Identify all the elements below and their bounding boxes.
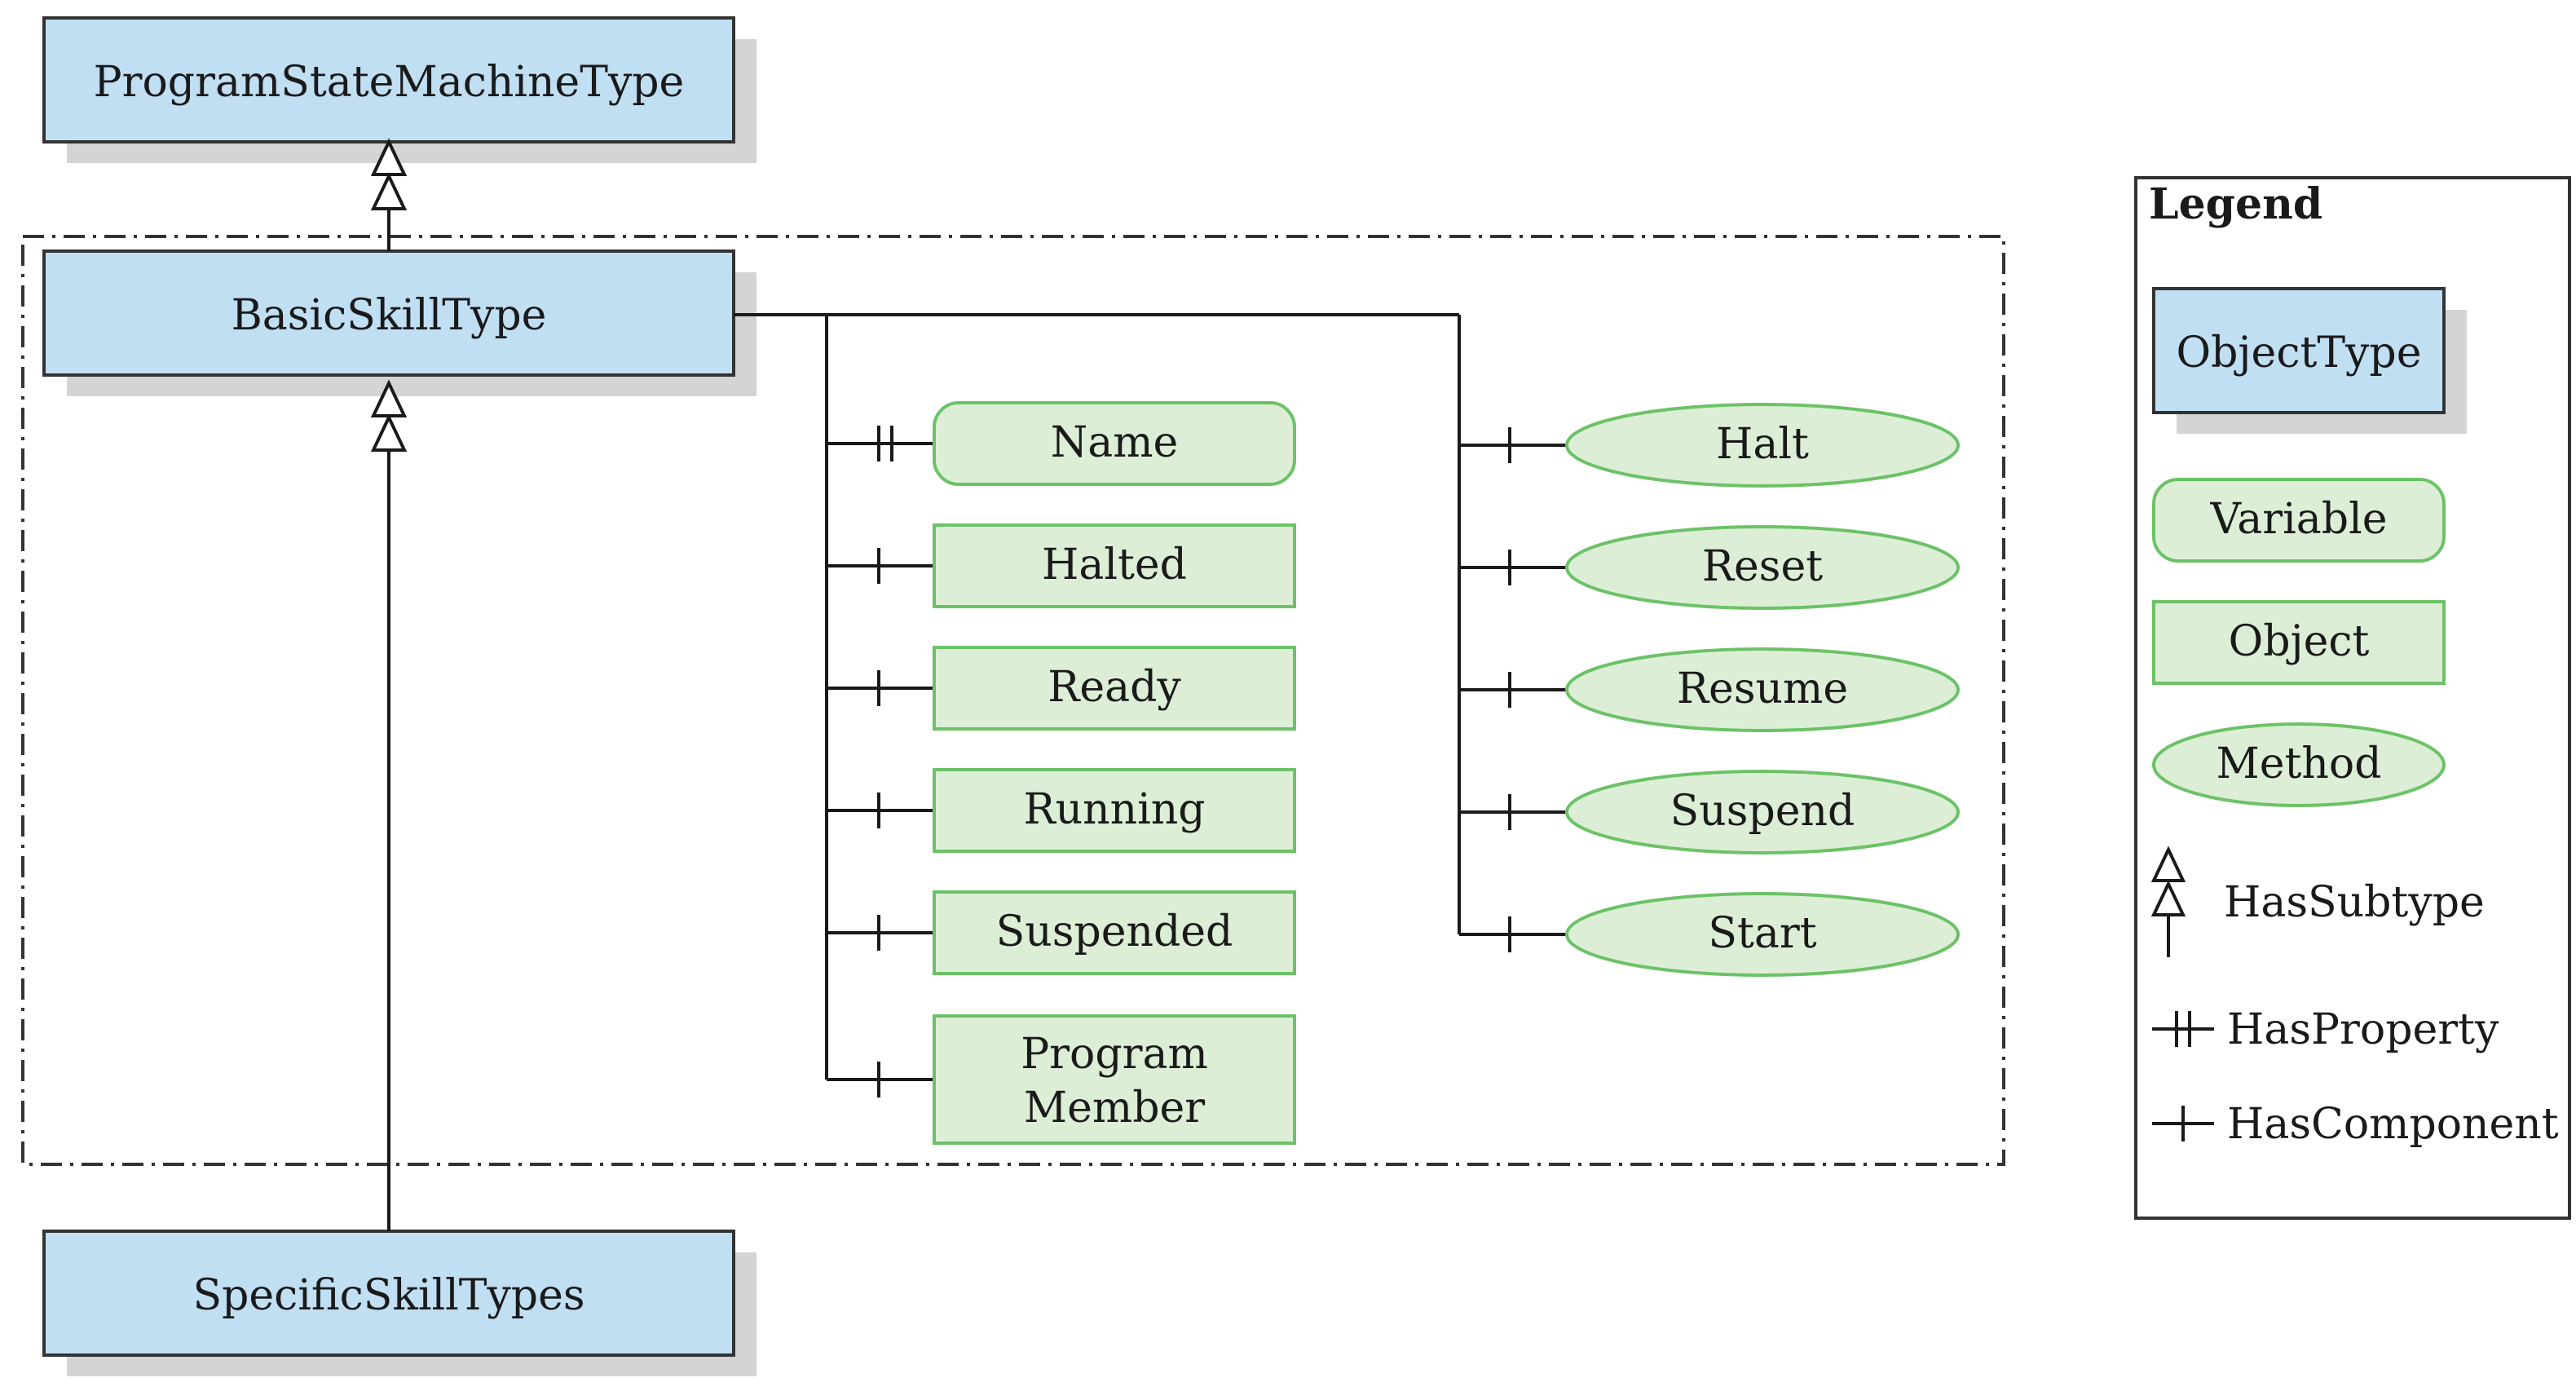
legend-title: Legend — [2149, 179, 2322, 229]
method-reset-label: Reset — [1702, 542, 1823, 591]
object-box — [933, 1014, 1296, 1145]
method-ellipse — [1565, 892, 1960, 977]
program-state-machine-type-box: ProgramStateMachineType — [42, 16, 756, 163]
legend-has-property: HasProperty — [2152, 1005, 2499, 1054]
variable-name-node: Name — [827, 401, 1296, 486]
legend-object-type-label: ObjectType — [2177, 329, 2422, 378]
subtype-arrow-icon — [370, 413, 408, 452]
variable-name-label: Name — [1051, 418, 1179, 467]
object-suspended-label: Suspended — [996, 907, 1233, 956]
legend: Legend ObjectType Variable Object Method… — [2134, 176, 2571, 1220]
legend-object-type-box — [2152, 287, 2446, 414]
legend-object-box — [2152, 600, 2446, 685]
legend-variable: Variable — [2152, 478, 2446, 563]
method-halt-label: Halt — [1716, 420, 1809, 469]
subtype-edge-specific-to-basic — [370, 379, 408, 1231]
object-box — [933, 768, 1296, 853]
object-running-label: Running — [1023, 785, 1205, 834]
object-program-member-label-line-2: Member — [1024, 1084, 1205, 1133]
method-start-label: Start — [1708, 909, 1816, 958]
subtype-arrow-icon — [370, 172, 408, 210]
object-box — [933, 523, 1296, 608]
object-halted-node: Halted — [827, 523, 1296, 608]
legend-object-label: Object — [2229, 617, 2370, 666]
object-box — [933, 890, 1296, 975]
legend-method-label: Method — [2217, 740, 2382, 788]
method-resume-label: Resume — [1677, 665, 1848, 713]
box-body — [42, 249, 735, 377]
specific-skill-types-label: SpecificSkillTypes — [192, 1271, 584, 1320]
object-program-member-label-line-1: Program — [1021, 1030, 1208, 1079]
method-resume-node: Resume — [1459, 647, 1960, 732]
object-ready-node: Ready — [827, 646, 1296, 731]
method-halt-node: Halt — [1459, 403, 1960, 488]
basic-skill-boundary — [21, 235, 2005, 1166]
method-ellipse — [1565, 403, 1960, 488]
legend-object: Object — [2152, 600, 2446, 685]
legend-method: Method — [2152, 722, 2446, 807]
method-suspend-label: Suspend — [1670, 787, 1855, 836]
legend-has-subtype-label: HasSubtype — [2224, 878, 2485, 927]
legend-method-ellipse — [2152, 722, 2446, 807]
method-ellipse — [1565, 525, 1960, 610]
object-suspended-node: Suspended — [827, 890, 1296, 975]
legend-variable-box — [2152, 478, 2446, 563]
method-start-node: Start — [1459, 892, 1960, 977]
legend-object-type: ObjectType — [2152, 287, 2467, 434]
box-body — [42, 1230, 735, 1357]
legend-has-subtype: HasSubtype — [2150, 846, 2485, 957]
legend-has-component: HasComponent — [2152, 1100, 2559, 1149]
legend-variable-label: Variable — [2210, 495, 2388, 544]
specific-skill-types-box: SpecificSkillTypes — [42, 1230, 756, 1376]
object-running-node: Running — [827, 768, 1296, 853]
subtype-arrow-icon — [2150, 880, 2186, 916]
box-body — [42, 16, 735, 144]
variable-box — [933, 401, 1296, 486]
object-program-member-node: Program Member — [827, 1014, 1296, 1145]
object-ready-label: Ready — [1048, 663, 1181, 712]
legend-has-component-label: HasComponent — [2227, 1100, 2559, 1149]
basic-skill-type-box: BasicSkillType — [42, 249, 756, 396]
object-box — [933, 646, 1296, 731]
method-ellipse — [1565, 647, 1960, 732]
basic-skill-type-label: BasicSkillType — [232, 291, 547, 340]
program-state-machine-type-label: ProgramStateMachineType — [94, 58, 685, 107]
object-halted-label: Halted — [1042, 541, 1187, 590]
legend-has-property-label: HasProperty — [2227, 1005, 2499, 1054]
method-suspend-node: Suspend — [1459, 770, 1960, 854]
method-ellipse — [1565, 770, 1960, 854]
method-reset-node: Reset — [1459, 525, 1960, 610]
subtype-edge-basic-to-statemachine — [370, 138, 408, 251]
